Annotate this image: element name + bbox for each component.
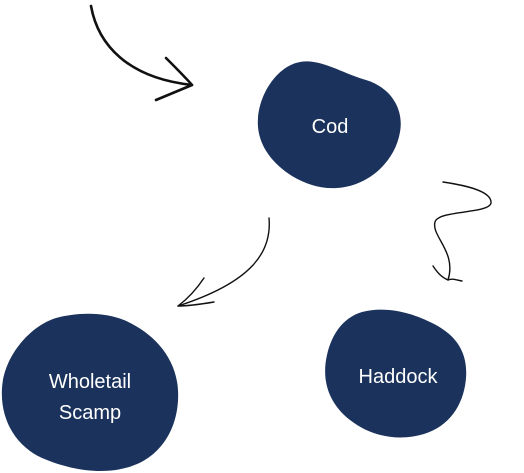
incoming-arrow-shaft <box>89 4 194 87</box>
incoming-arrow-head <box>154 56 194 102</box>
node-haddock-label: Haddock <box>359 366 439 388</box>
node-wholetail-scamp: Wholetail Scamp <box>1 313 179 472</box>
arrow-cod-to-haddock <box>432 181 492 282</box>
node-wholetail-scamp-shape <box>1 313 179 472</box>
arrow-cod-to-haddock-shaft <box>433 181 492 281</box>
node-cod-shape <box>257 61 401 189</box>
node-wholetail-scamp-label-line1: Wholetail <box>49 371 131 393</box>
arrow-cod-to-wholetail-scamp <box>177 217 270 307</box>
node-wholetail-scamp-label-line2: Scamp <box>59 402 121 424</box>
arrow-cod-to-wholetail-scamp-head <box>177 277 215 307</box>
arrow-cod-to-wholetail-scamp-shaft <box>177 217 270 307</box>
arrow-cod-to-haddock-head <box>432 265 463 282</box>
node-cod: Cod <box>257 61 401 189</box>
node-cod-label: Cod <box>312 116 349 138</box>
node-haddock-shape <box>325 309 467 438</box>
node-haddock: Haddock <box>325 309 467 438</box>
incoming-arrow <box>89 4 194 102</box>
